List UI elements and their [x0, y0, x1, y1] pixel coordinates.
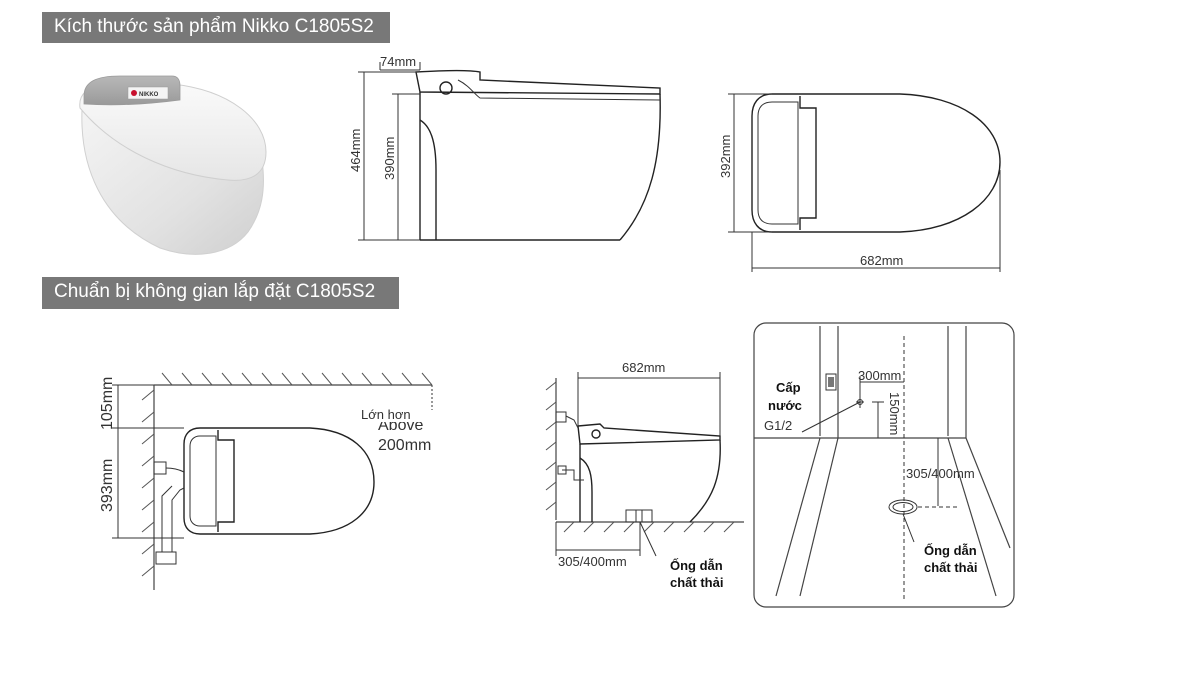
outlet-plate-icon — [825, 373, 837, 391]
dim-label-body-height: 390mm — [382, 137, 397, 180]
install-top-view: 105mm 393mm Above Lớn hơn 200mm — [99, 372, 433, 590]
section-header-dimensions: Kích thước sản phẩm Nikko C1805S2 — [42, 12, 390, 43]
supply-fitting-icon — [557, 465, 567, 475]
outlet-socket-icon — [828, 377, 834, 387]
dim-label-install-length: 682mm — [622, 360, 665, 375]
waste-pipe-label-line2: chất thải — [670, 575, 723, 590]
supply-fitting-icon — [155, 551, 177, 565]
valve-icon — [153, 461, 167, 475]
dim-label-rough-in-side: 305/400mm — [558, 554, 627, 569]
dim-label-width: 392mm — [718, 135, 733, 178]
logo-text: NIKKO — [139, 92, 159, 98]
logo-icon — [131, 90, 137, 96]
dim-label-top-offset: 74mm — [380, 54, 416, 69]
waste-flange-icon — [625, 509, 653, 523]
panel-frame — [753, 322, 1015, 608]
valve-icon — [555, 411, 567, 423]
waste-pipe-label-line1: Ống dẫn — [670, 558, 723, 573]
top-view-drawing: 392mm 682mm — [718, 93, 1001, 272]
water-supply-label-line1: Cấp — [776, 380, 801, 395]
section-title: Kích thước sản phẩm Nikko C1805S2 — [54, 16, 374, 37]
dim-label-length: 682mm — [860, 253, 903, 268]
install-side-view: 682mm 305/400mm Ống dẫn chất thải — [545, 360, 744, 590]
dim-label-top-clearance: 105mm — [99, 377, 116, 430]
install-3d-panel: 300mm 150mm 305/400mm Cấp nước G1/2 Ống … — [753, 322, 1015, 608]
dim-label-total-height: 464mm — [348, 129, 363, 172]
side-view-drawing: 74mm 464mm 390mm — [348, 54, 661, 241]
front-clearance-value: 200mm — [378, 437, 431, 454]
dim-label-vertical: 150mm — [887, 392, 902, 435]
waste-pipe-3d-label-line2: chất thải — [924, 560, 977, 575]
dim-label-horizontal: 300mm — [858, 368, 901, 383]
dim-label-rough-in-3d: 305/400mm — [906, 466, 975, 481]
front-clearance-vi: Lớn hơn — [361, 407, 411, 422]
label-mask — [358, 404, 424, 422]
section-header-installation: Chuẩn bị không gian lắp đặt C1805S2 — [42, 277, 399, 309]
section-title: Chuẩn bị không gian lắp đặt C1805S2 — [54, 281, 376, 302]
water-supply-label-line2: nước — [768, 398, 802, 413]
dim-label-install-width: 393mm — [99, 459, 116, 512]
logo-badge — [127, 86, 169, 100]
waste-pipe-3d-label-line1: Ống dẫn — [924, 543, 977, 558]
product-photo: NIKKO — [79, 75, 267, 255]
water-supply-label-line3: G1/2 — [764, 418, 792, 433]
